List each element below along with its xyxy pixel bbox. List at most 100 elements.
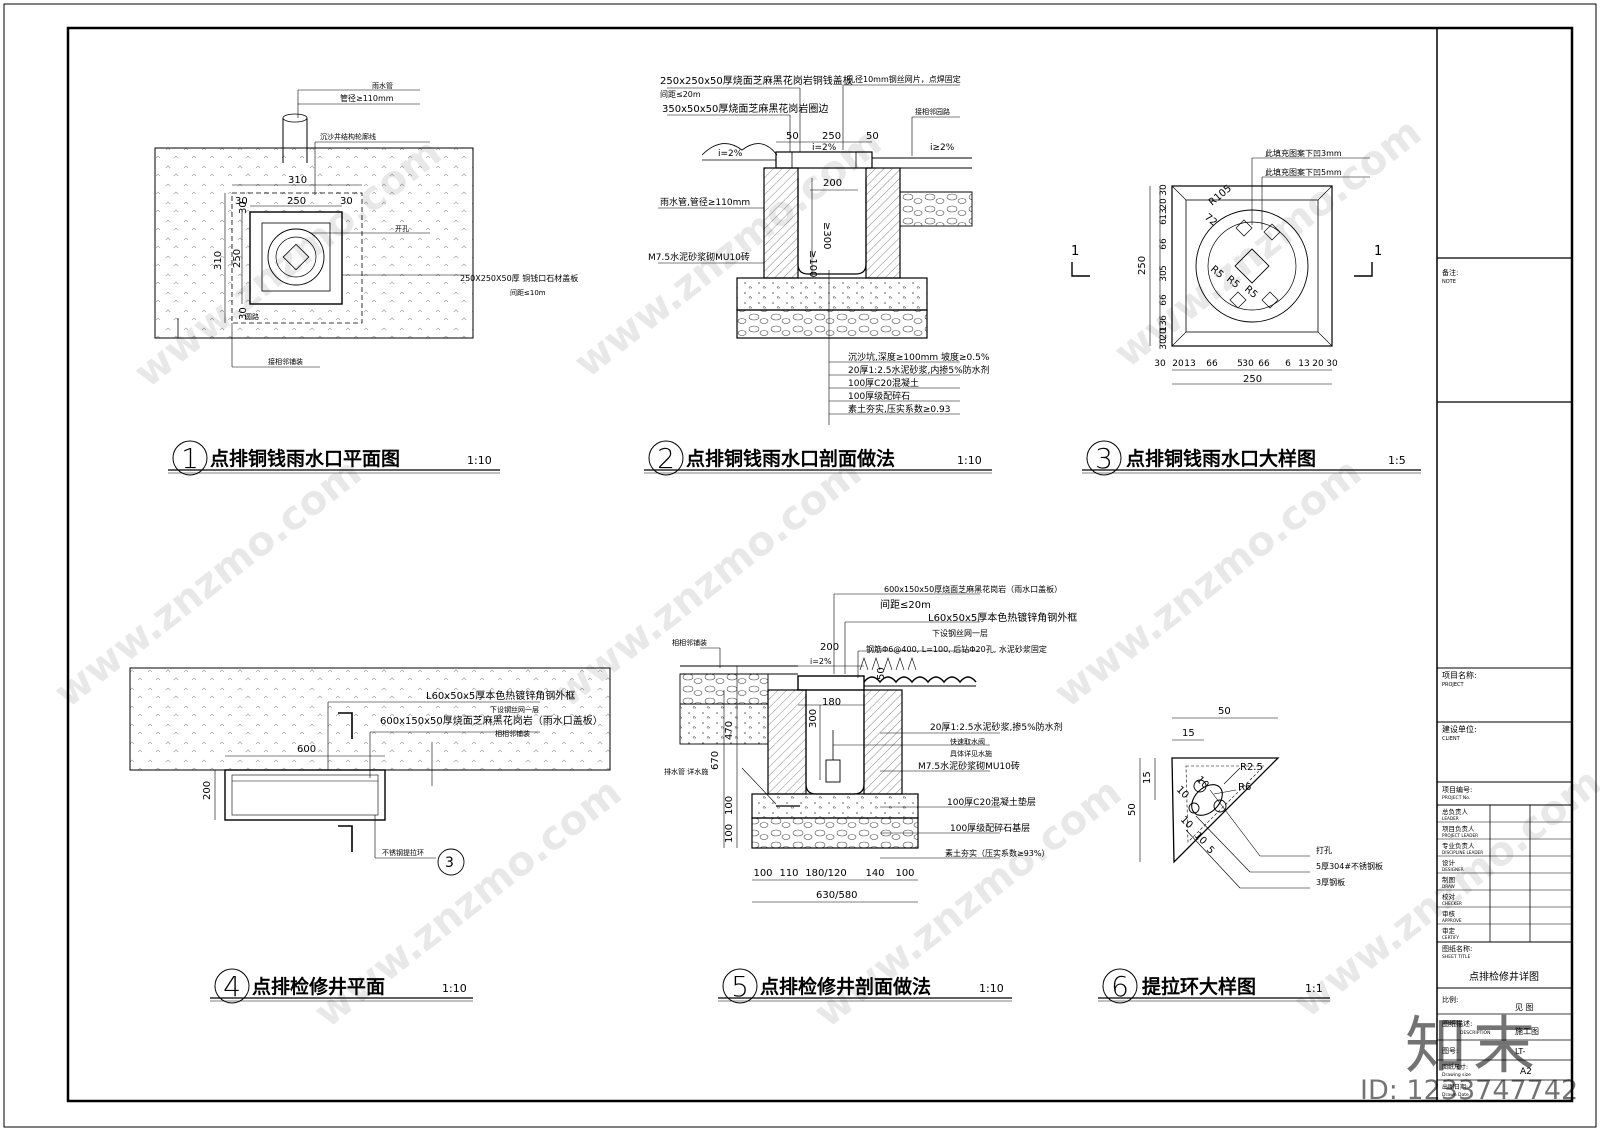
view-scale: 1:5 bbox=[1388, 454, 1406, 467]
v2-layer-label: 沉沙坑,深度≥100mm 坡度≥0.5% bbox=[848, 351, 990, 363]
tb-role-cn: 总负责人 bbox=[1442, 807, 1469, 816]
v3-label-depth5: 此填充图案下凹5mm bbox=[1265, 167, 1342, 177]
view-4-plan bbox=[129, 667, 611, 876]
tb-projectno-cn: 项目编号: bbox=[1442, 785, 1472, 794]
v3-r72: 72 bbox=[1202, 212, 1219, 229]
view-1-labels: 雨水管 管径≥110mm 沉沙井结构轮廓线 开孔 250X250X50厚 铜钱口… bbox=[213, 81, 578, 366]
view-number: 3 bbox=[1095, 442, 1113, 475]
v1-label-pipe: 雨水管 bbox=[372, 81, 393, 90]
v2-label-brick: M7.5水泥砂浆砌MU10砖 bbox=[648, 251, 750, 263]
tb-size-en: Drawing size bbox=[1442, 1072, 1471, 1078]
v2-layer-label: 100厚级配碎石 bbox=[848, 390, 910, 402]
v5-total-dim: 630/580 bbox=[816, 890, 858, 901]
v3-h-dim: 13 bbox=[1184, 359, 1195, 369]
v4-label-mesh: 下设钢丝网一层 bbox=[490, 705, 539, 714]
v2-slope-b: i=2% bbox=[812, 143, 837, 153]
tb-client-cn: 建设单位: bbox=[1442, 724, 1477, 734]
v3-v-dim: 13 bbox=[1159, 320, 1169, 331]
v3-v-dim: 13 bbox=[1159, 208, 1169, 219]
v3-r5b: R5 bbox=[1224, 274, 1241, 291]
tb-role-cn: 审定 bbox=[1442, 926, 1456, 935]
v3-v-dim: 20 bbox=[1159, 328, 1169, 340]
v3-section-mark-right: 1 bbox=[1374, 244, 1382, 259]
view-number-circle bbox=[1102, 968, 1138, 1004]
v6-d10a: 10 bbox=[1194, 774, 1211, 791]
v4-label-ring: 不锈钢提拉环 bbox=[382, 848, 424, 857]
tb-role-en: DRAW bbox=[1442, 884, 1455, 889]
view-2-section bbox=[658, 84, 973, 425]
tb-client-en: CLIENT bbox=[1442, 736, 1461, 742]
v2-label-spacing: 间距≤20m bbox=[660, 90, 701, 99]
v5-dim-200: 200 bbox=[820, 642, 839, 653]
v2-dim-250: 250 bbox=[822, 131, 841, 142]
tb-role-cn: 项目负责人 bbox=[1442, 824, 1475, 833]
v1-dim-v310: 310 bbox=[213, 251, 224, 270]
v6-d10c: 10 bbox=[1178, 814, 1195, 831]
v4-dim-600: 600 bbox=[297, 744, 316, 755]
v4-label-cover: 600x150x50厚烧面芝麻黑花岗岩（雨水口盖板） bbox=[380, 714, 603, 727]
v6-dim-50top: 50 bbox=[1218, 706, 1231, 717]
view-2-labels: 250x250x50厚烧面芝麻黑花岗岩铜钱盖板 间距≤20m 350x50x50… bbox=[648, 74, 990, 415]
tb-project-en: PROJECT bbox=[1442, 682, 1465, 688]
v5-label-gravel: 100厚级配碎石基层 bbox=[950, 822, 1030, 834]
tb-role-cn: 校对 bbox=[1442, 892, 1456, 901]
v3-h-dim: 6 bbox=[1285, 359, 1291, 369]
tb-role-cn: 审核 bbox=[1442, 909, 1456, 918]
v2-label-mesh: 孔径10mm钢丝网片，点焊固定 bbox=[847, 74, 961, 84]
v3-label-depth3: 此填充图案下凹3mm bbox=[1265, 148, 1342, 158]
view-3-labels: 此填充图案下凹3mm 此填充图案下凹5mm 1 1 R105 72 R5 R5 … bbox=[1071, 148, 1382, 385]
tb-sheetno-value: LT- bbox=[1515, 1047, 1526, 1056]
v6-dim-50left: 50 bbox=[1127, 803, 1138, 816]
v2-layer-label: 20厚1:2.5水泥砂浆,内掺5%防水剂 bbox=[848, 364, 990, 376]
v3-v-dim: 20 bbox=[1159, 198, 1169, 210]
v5-dim-100a: 100 bbox=[724, 796, 735, 815]
watermark-id: ID: 1233747742 bbox=[1360, 1075, 1579, 1106]
view-number-circle bbox=[214, 968, 250, 1004]
tb-date-en: Drawn Date bbox=[1442, 1092, 1469, 1098]
view-title: 点排检修井平面 bbox=[252, 975, 385, 998]
view-number: 5 bbox=[731, 970, 749, 1003]
v5-dim-300: 300 bbox=[808, 709, 819, 728]
v3-v-dim: 30 bbox=[1159, 338, 1169, 350]
v3-v-dim: 6 bbox=[1159, 219, 1169, 225]
v2-label-cover: 250x250x50厚烧面芝麻黑花岗岩铜钱盖板 bbox=[660, 74, 853, 87]
v5-label-cover: 600x150x50厚烧面芝麻黑花岗岩（雨水口盖板） bbox=[884, 584, 1062, 594]
v3-h-dim: 5 bbox=[1237, 359, 1243, 369]
v1-dim-250: 250 bbox=[287, 196, 306, 207]
v2-dim-50a: 50 bbox=[786, 131, 799, 142]
tb-desc-cn: 图纸描述: bbox=[1442, 1019, 1472, 1028]
v3-dim-h250: 250 bbox=[1243, 374, 1262, 385]
v3-h-dim: 66 bbox=[1206, 359, 1218, 369]
v1-dim-310: 310 bbox=[288, 175, 307, 186]
tb-sheetno-cn: 图号: bbox=[1442, 1047, 1458, 1055]
v5-label-rebar: 钢筋Φ6@400, L=100, 后钻Φ20孔, 水泥砂浆固定 bbox=[866, 644, 1047, 654]
title-block: 备注: NOTE 项目名称: PROJECT 建设单位: CLIENT 项目编号… bbox=[1436, 28, 1572, 1101]
v2-dim-200: 200 bbox=[823, 178, 842, 189]
view-title: 点排铜钱雨水口剖面做法 bbox=[686, 447, 895, 470]
v5-bottom-dim: 100 bbox=[895, 868, 914, 879]
v5-label-mesh: 下设钢丝网一层 bbox=[932, 628, 988, 638]
tb-role-cn: 设计 bbox=[1442, 858, 1456, 867]
view-number-circle bbox=[648, 440, 684, 476]
v2-label-road: 接相邻园路 bbox=[915, 107, 950, 116]
v2-layer-label: 100厚C20混凝土 bbox=[848, 377, 919, 389]
view-scale: 1:1 bbox=[1305, 982, 1323, 995]
v5-label-detail: 具体详见水施 bbox=[950, 749, 992, 758]
v3-h-dim: 20 bbox=[1172, 359, 1184, 369]
view-title: 点排检修井剖面做法 bbox=[760, 975, 931, 998]
tb-date-cn: 出图日期: bbox=[1442, 1083, 1468, 1091]
v1-dim-v250: 250 bbox=[232, 249, 243, 268]
v2-layer-list: 沉沙坑,深度≥100mm 坡度≥0.5%20厚1:2.5水泥砂浆,内掺5%防水剂… bbox=[829, 351, 990, 415]
v3-dim-v250: 250 bbox=[1137, 256, 1148, 275]
v1-label-outline: 沉沙井结构轮廓线 bbox=[320, 132, 376, 141]
v3-h-dim: 20 bbox=[1312, 359, 1324, 369]
view-1-plan bbox=[154, 89, 474, 368]
v6-d10b: 10 bbox=[1174, 784, 1191, 801]
v2-dim-50b: 50 bbox=[866, 131, 879, 142]
v5-label-slope: i=2% bbox=[810, 657, 832, 666]
v4-label-frame: L60x50x5厚本色热镀锌角钢外框 bbox=[426, 689, 575, 702]
tb-desc-value: 施工图 bbox=[1515, 1026, 1539, 1036]
